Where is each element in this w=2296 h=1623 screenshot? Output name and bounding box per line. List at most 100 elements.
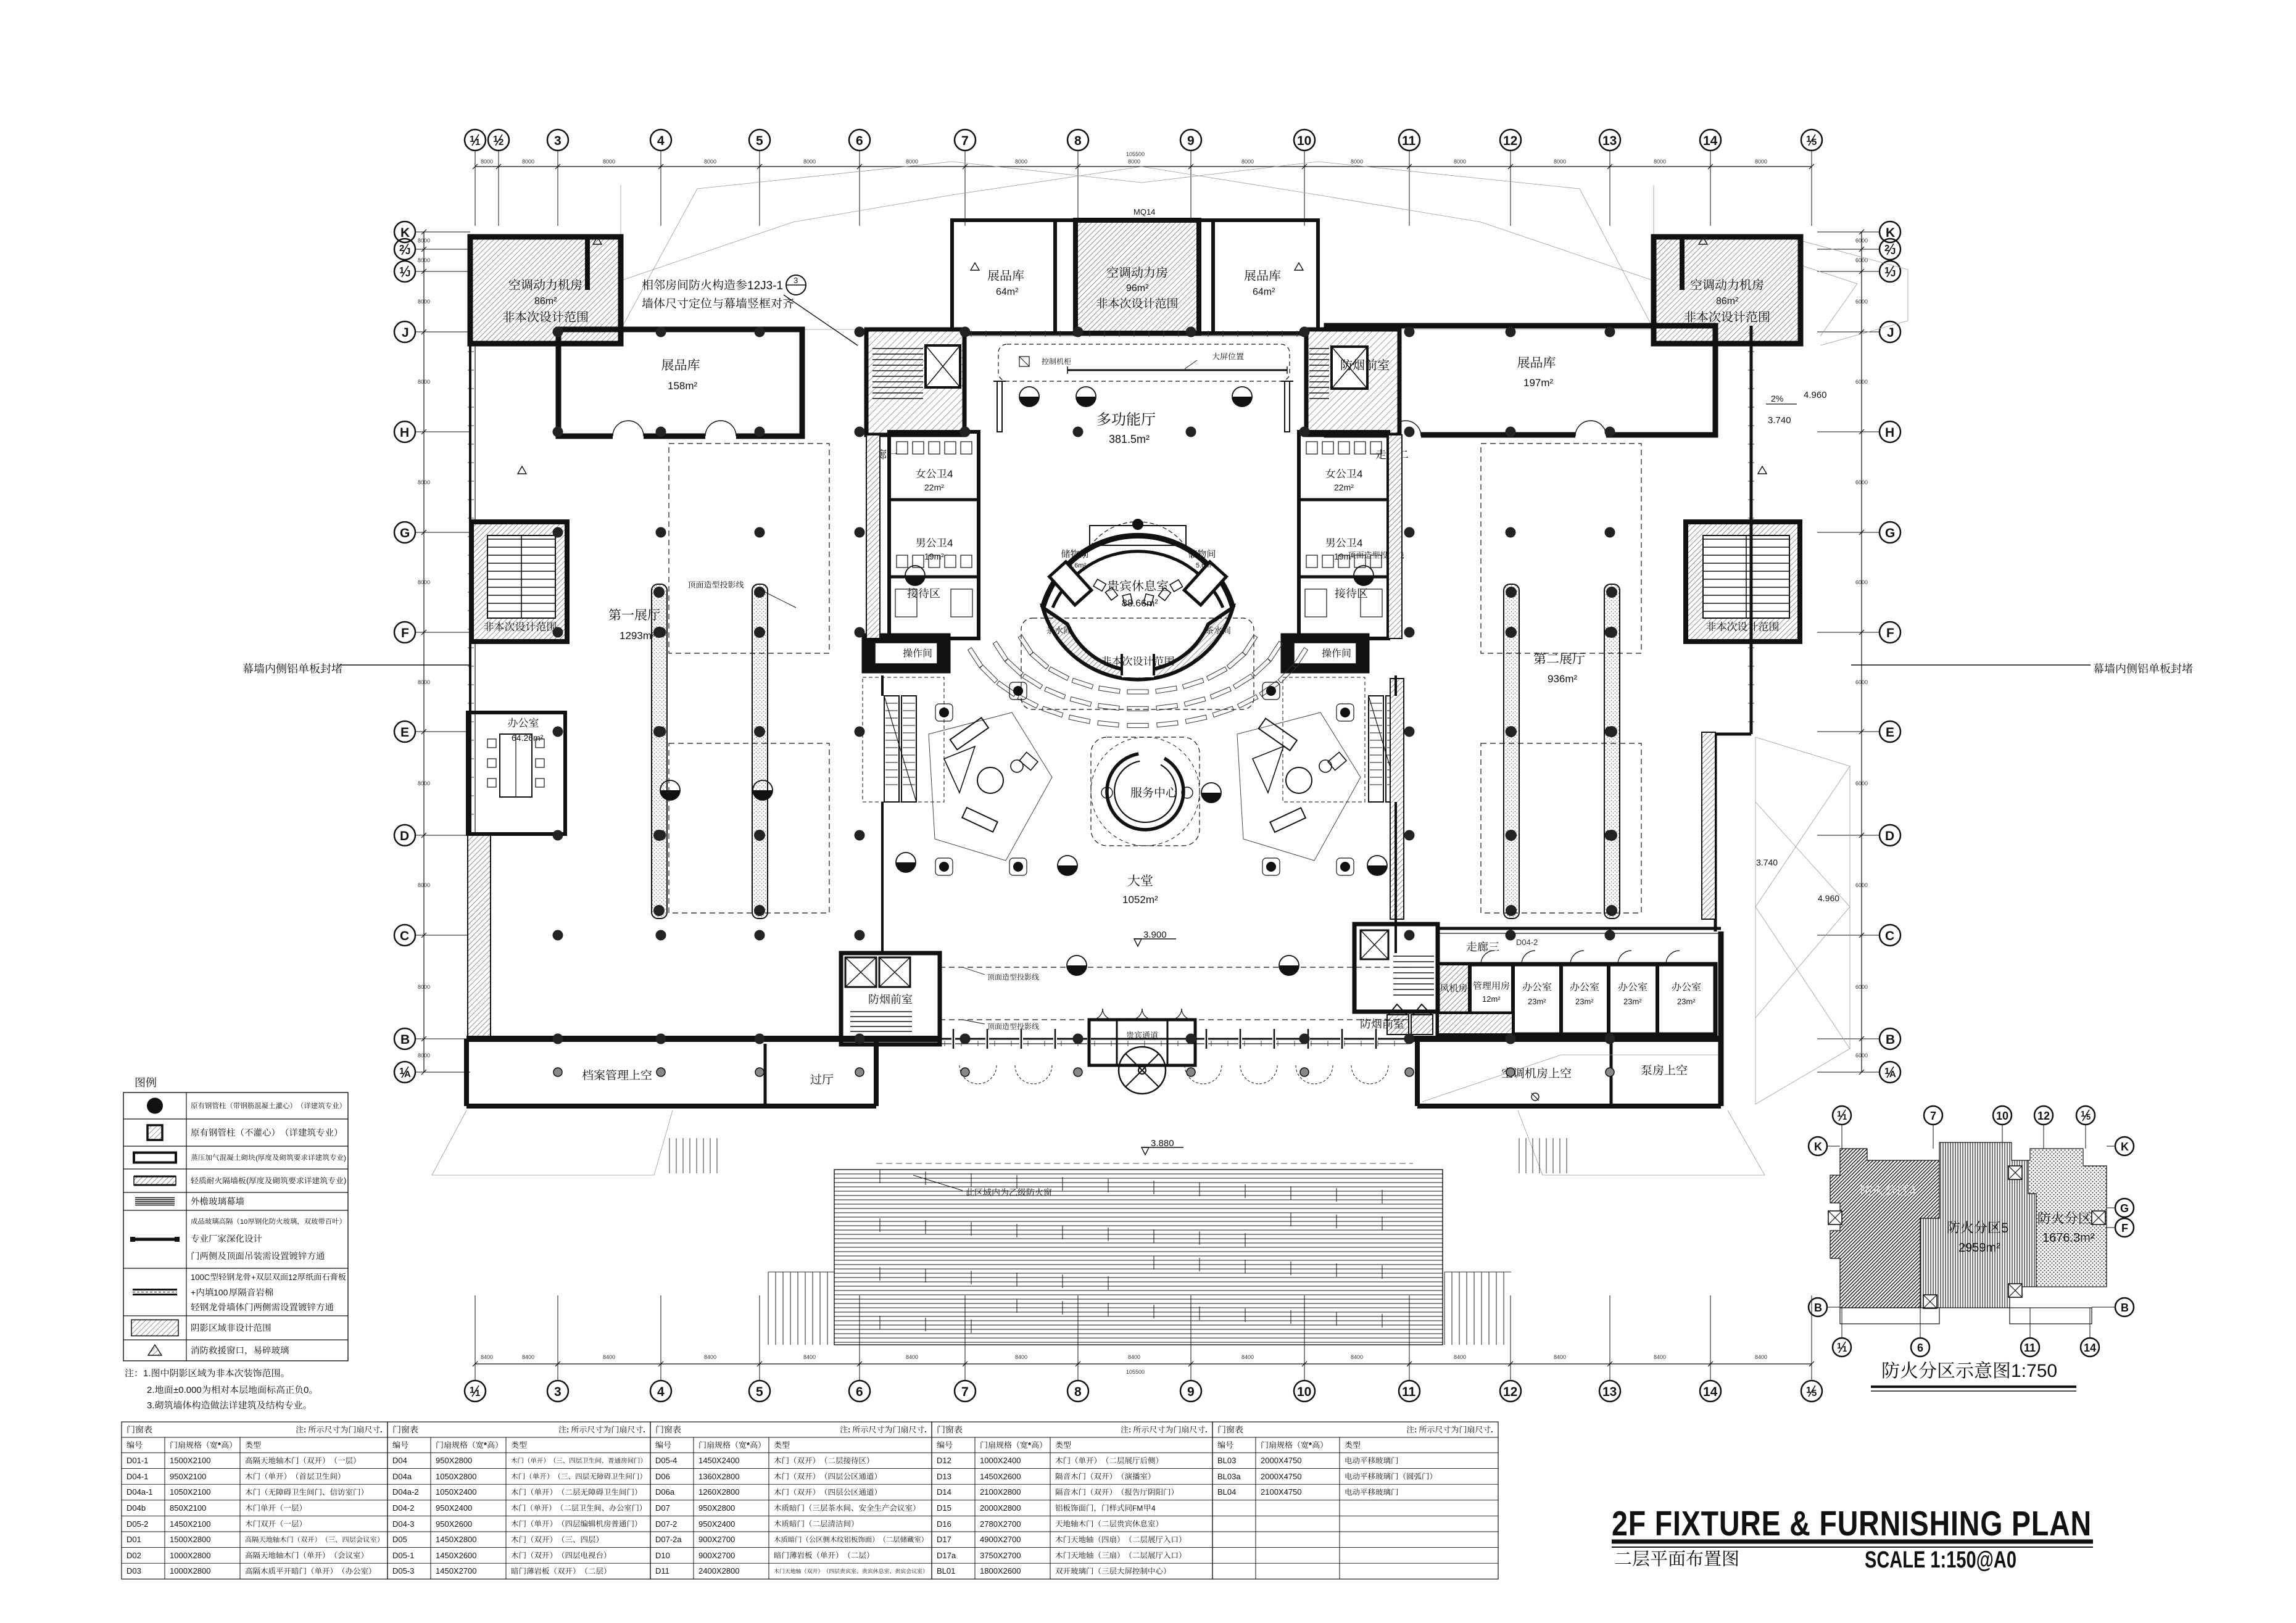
svg-text:D13: D13 (937, 1472, 951, 1481)
svg-text:8400: 8400 (522, 1354, 534, 1360)
svg-text:6000: 6000 (1855, 257, 1868, 263)
svg-text:FM: FM (1132, 1504, 1143, 1513)
svg-text:22m²: 22m² (1334, 482, 1354, 492)
svg-text:G: G (2120, 1202, 2129, 1215)
svg-text:10: 10 (1297, 1385, 1311, 1399)
svg-text:1000X2400: 1000X2400 (980, 1456, 1021, 1465)
svg-text:D: D (1885, 829, 1894, 843)
svg-text:8000: 8000 (418, 780, 430, 787)
svg-text:13: 13 (1602, 134, 1617, 148)
svg-text:D03: D03 (126, 1566, 141, 1576)
svg-text:1293m²: 1293m² (620, 630, 655, 642)
svg-text:8000: 8000 (1128, 159, 1140, 165)
svg-text:8400: 8400 (1755, 1354, 1767, 1360)
svg-text:11: 11 (2024, 1342, 2036, 1354)
svg-text:D04-2: D04-2 (392, 1503, 414, 1513)
svg-text:6: 6 (856, 134, 863, 148)
svg-text:19m²: 19m² (924, 551, 944, 561)
svg-text:8400: 8400 (1454, 1354, 1466, 1360)
svg-text:23m²: 23m² (1677, 997, 1696, 1006)
svg-text:D11: D11 (655, 1566, 669, 1576)
svg-text:8400: 8400 (1654, 1354, 1666, 1360)
svg-text:BL01: BL01 (937, 1566, 955, 1576)
svg-text:12: 12 (2037, 1110, 2050, 1122)
svg-text:8: 8 (1074, 1385, 1082, 1399)
svg-text:C: C (400, 929, 409, 943)
svg-text:936m²: 936m² (1548, 673, 1578, 685)
svg-text:64m²: 64m² (996, 287, 1019, 297)
svg-text:+: + (251, 1273, 256, 1282)
svg-text:F: F (401, 626, 409, 640)
svg-text:8000: 8000 (603, 159, 615, 165)
svg-text:5: 5 (756, 1385, 763, 1399)
svg-text:23m²: 23m² (1623, 997, 1642, 1006)
svg-text:D05-4: D05-4 (655, 1456, 677, 1465)
svg-text:±0.000: ±0.000 (173, 1385, 202, 1395)
svg-text:105500: 105500 (1126, 151, 1145, 157)
svg-text:2959m²: 2959m² (1958, 1241, 2000, 1255)
svg-text:5.6m²: 5.6m² (1069, 562, 1086, 569)
svg-text:2100X4750: 2100X4750 (1261, 1487, 1302, 1497)
svg-text:1360X2800: 1360X2800 (698, 1472, 740, 1481)
svg-text:8400: 8400 (1241, 1354, 1254, 1360)
svg-text:8000: 8000 (1755, 159, 1767, 165)
svg-text:86m²: 86m² (534, 296, 557, 307)
svg-text:5: 5 (1812, 137, 1817, 147)
svg-text:1050X2100: 1050X2100 (170, 1487, 211, 1497)
svg-text:2400X2800: 2400X2800 (698, 1566, 740, 1576)
svg-text:14: 14 (1703, 134, 1718, 148)
svg-text:J: J (1891, 246, 1896, 257)
svg-text:6000: 6000 (1855, 1052, 1868, 1059)
svg-text:D07: D07 (655, 1503, 670, 1513)
svg-text:950X2600: 950X2600 (436, 1519, 472, 1529)
svg-text:): ) (344, 1154, 346, 1162)
svg-text:8000: 8000 (418, 299, 430, 305)
svg-text:64.26m²: 64.26m² (512, 733, 544, 743)
svg-text:2000X4750: 2000X4750 (1261, 1472, 1302, 1481)
svg-text:1: 1 (1806, 134, 1811, 144)
svg-text:D04a-2: D04a-2 (392, 1487, 419, 1497)
svg-text:12: 12 (1503, 134, 1517, 148)
svg-text:3.: 3. (147, 1400, 155, 1411)
svg-text:3: 3 (794, 276, 798, 285)
svg-text:K: K (1814, 1141, 1822, 1153)
svg-text:2000X2800: 2000X2800 (980, 1503, 1021, 1513)
svg-text:E: E (400, 725, 409, 740)
svg-text:8000: 8000 (418, 257, 430, 263)
svg-text:B: B (400, 1033, 410, 1047)
svg-text:8400: 8400 (803, 1354, 816, 1360)
svg-text:1.: 1. (143, 1368, 151, 1379)
svg-text:.: . (1491, 1425, 1493, 1434)
svg-text:2: 2 (399, 243, 404, 254)
svg-text:88.66m²: 88.66m² (1122, 598, 1158, 609)
svg-text:7: 7 (961, 134, 969, 148)
svg-text:D01: D01 (126, 1535, 141, 1544)
svg-text:K: K (2121, 1141, 2129, 1153)
svg-text:D04a: D04a (392, 1472, 412, 1481)
svg-text:8000: 8000 (704, 159, 716, 165)
svg-text:.: . (643, 1425, 645, 1434)
svg-text:2000X4750: 2000X4750 (1261, 1456, 1302, 1465)
svg-text:8000: 8000 (906, 159, 918, 165)
svg-text:6: 6 (1917, 1342, 1923, 1354)
svg-text:8400: 8400 (1351, 1354, 1363, 1360)
svg-text:D04: D04 (392, 1456, 407, 1465)
svg-text:D07-2: D07-2 (655, 1519, 677, 1529)
svg-text:8000: 8000 (418, 882, 430, 888)
svg-text:3: 3 (554, 134, 562, 148)
svg-text:6000: 6000 (1855, 579, 1868, 585)
svg-text:96m²: 96m² (1126, 283, 1149, 294)
svg-text:D14: D14 (937, 1487, 951, 1497)
svg-text:8000: 8000 (418, 379, 430, 385)
svg-text:950X2400: 950X2400 (436, 1503, 472, 1513)
svg-text:E: E (1886, 725, 1894, 740)
svg-text:B: B (2121, 1302, 2129, 1314)
svg-text:1800X2600: 1800X2600 (980, 1566, 1021, 1576)
svg-text:D06: D06 (655, 1472, 670, 1481)
svg-text:*: * (1309, 1440, 1312, 1450)
svg-text:8400: 8400 (704, 1354, 716, 1360)
svg-text:J: J (402, 326, 409, 340)
svg-text:2780X2700: 2780X2700 (980, 1519, 1021, 1529)
svg-text:22m²: 22m² (924, 482, 944, 492)
svg-text::: : (1129, 1425, 1131, 1434)
